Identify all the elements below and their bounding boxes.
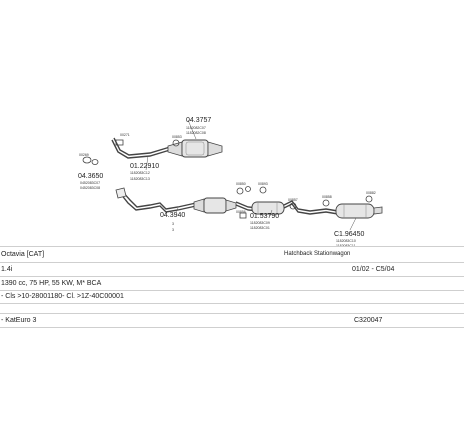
- catalogue-code: C320047: [354, 317, 383, 324]
- rear-silencer[interactable]: [335, 203, 383, 219]
- hanger-00858[interactable]: 00858: [322, 195, 332, 207]
- label-s-00857: 00857: [288, 198, 298, 202]
- part-01-53790: 01.53790: [250, 213, 279, 220]
- body-style: Hatchback Stationwagon: [284, 251, 351, 257]
- row-divider-0: [0, 246, 464, 247]
- hanger-00893[interactable]: 00893: [258, 182, 268, 194]
- emission-note: - KatEuro 3: [1, 317, 37, 324]
- row-divider-2: [0, 276, 464, 277]
- part-04-3940: 04.3940: [160, 212, 185, 219]
- engine-spec: 1390 cc, 75 HP, 55 KW, M* BCA: [1, 280, 102, 287]
- hanger-00850[interactable]: 00850: [236, 182, 251, 195]
- part-01-53790-code-b: 1182083C01: [250, 226, 270, 230]
- exhaust-parts-diagram: 04.3757 1182082C07 1182082C08 00853 01.2…: [78, 117, 383, 248]
- label-s-00271: 00271: [120, 133, 130, 137]
- front-pipe-lower[interactable]: [119, 190, 197, 213]
- label-s-00850: 00850: [236, 182, 246, 186]
- part-04-3650-code-b: 0452083C08: [80, 186, 100, 190]
- label-s-00882: 00882: [366, 191, 376, 195]
- part-c1-96450: C1.96450: [334, 231, 364, 238]
- part-01-53790-code-a: 1182083C09: [250, 221, 270, 225]
- label-3-a: 3: [172, 222, 174, 226]
- catalytic-converter-upper[interactable]: [167, 139, 223, 158]
- row-divider-6: [0, 327, 464, 328]
- part-04-3757: 04.3757: [186, 117, 211, 124]
- part-04-3650: 04.3650: [78, 173, 103, 180]
- row-divider-4: [0, 303, 464, 304]
- hanger-00857[interactable]: 00857: [288, 198, 298, 210]
- label-3-b: 3: [172, 228, 174, 232]
- front-pipe-upper[interactable]: [111, 137, 171, 159]
- part-01-22910-code-a: 1182083C12: [130, 171, 150, 175]
- hanger-00882[interactable]: 00882: [365, 191, 376, 203]
- catalytic-converter-lower[interactable]: [193, 197, 237, 214]
- gasket-00269[interactable]: 00269: [79, 153, 99, 165]
- row-divider-5: [0, 313, 464, 314]
- label-s-00269: 00269: [79, 153, 89, 157]
- part-01-22910-code-b: 1182083C13: [130, 177, 150, 181]
- label-s-00858: 00858: [322, 195, 332, 199]
- part-04-3757-code-a: 1182082C07: [186, 126, 206, 130]
- gasket-00853-top[interactable]: 00853: [172, 135, 182, 147]
- flange-lower[interactable]: [115, 187, 127, 199]
- part-01-22910: 01.22910: [130, 163, 159, 170]
- model-name: Octavia [CAT]: [1, 251, 45, 258]
- production-dates: 01/02 - C5/04: [352, 266, 395, 273]
- clamp-00271[interactable]: 00271: [115, 133, 130, 146]
- row-divider-1: [0, 262, 464, 263]
- part-04-3650-code-a: 0452083C07: [80, 181, 100, 185]
- engine: 1.4i: [1, 266, 13, 273]
- row-divider-3: [0, 290, 464, 291]
- part-c1-96450-code-a: 1182083C10: [336, 239, 356, 243]
- label-s-00853-top: 00853: [172, 135, 182, 139]
- label-s-00893: 00893: [258, 182, 268, 186]
- clamp-00856[interactable]: 00856: [236, 210, 247, 219]
- chassis-codes: - Cls >10-28001180- Cl. >1Z-40C00001: [1, 293, 124, 300]
- label-s-00856: 00856: [236, 210, 246, 214]
- part-04-3757-code-b: 1182082C08: [186, 131, 206, 135]
- rear-pipe[interactable]: [283, 200, 339, 215]
